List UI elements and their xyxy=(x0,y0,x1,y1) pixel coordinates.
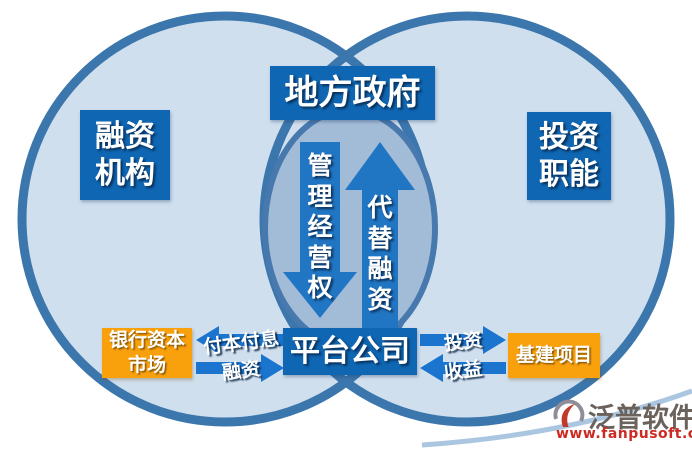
logo-url[interactable]: www.fanpusoft.com xyxy=(556,426,692,442)
investment-function-box: 投资职能 xyxy=(527,112,611,200)
logo-name: 泛普软件 xyxy=(588,403,692,434)
fanpu-logo-icon xyxy=(553,399,585,427)
platform-company-box: 平台公司 xyxy=(283,328,417,375)
local-government-box: 地方政府 xyxy=(270,66,435,120)
arrow-right-investment xyxy=(420,326,506,354)
infrastructure-project-box: 基建项目 xyxy=(508,333,600,378)
down-arrow xyxy=(283,142,357,318)
logo-gray-arc xyxy=(553,399,585,422)
financing-institution-box: 融资机构 xyxy=(80,110,170,200)
management-rights-label: 管理经营权 xyxy=(307,151,333,302)
fanpu-logo[interactable]: 泛普软件 www.fanpusoft.com xyxy=(548,396,692,448)
replace-financing-label: 代替融资 xyxy=(367,193,393,314)
center-ellipse xyxy=(262,107,438,349)
arrow-right-financing xyxy=(196,354,284,382)
arrow-left-returns xyxy=(420,354,506,382)
bank-capital-market-box: 银行资本市场 xyxy=(102,328,192,378)
logo-red-swoosh xyxy=(561,404,575,427)
arrow-left-pay xyxy=(196,326,284,354)
up-arrow xyxy=(345,142,415,332)
